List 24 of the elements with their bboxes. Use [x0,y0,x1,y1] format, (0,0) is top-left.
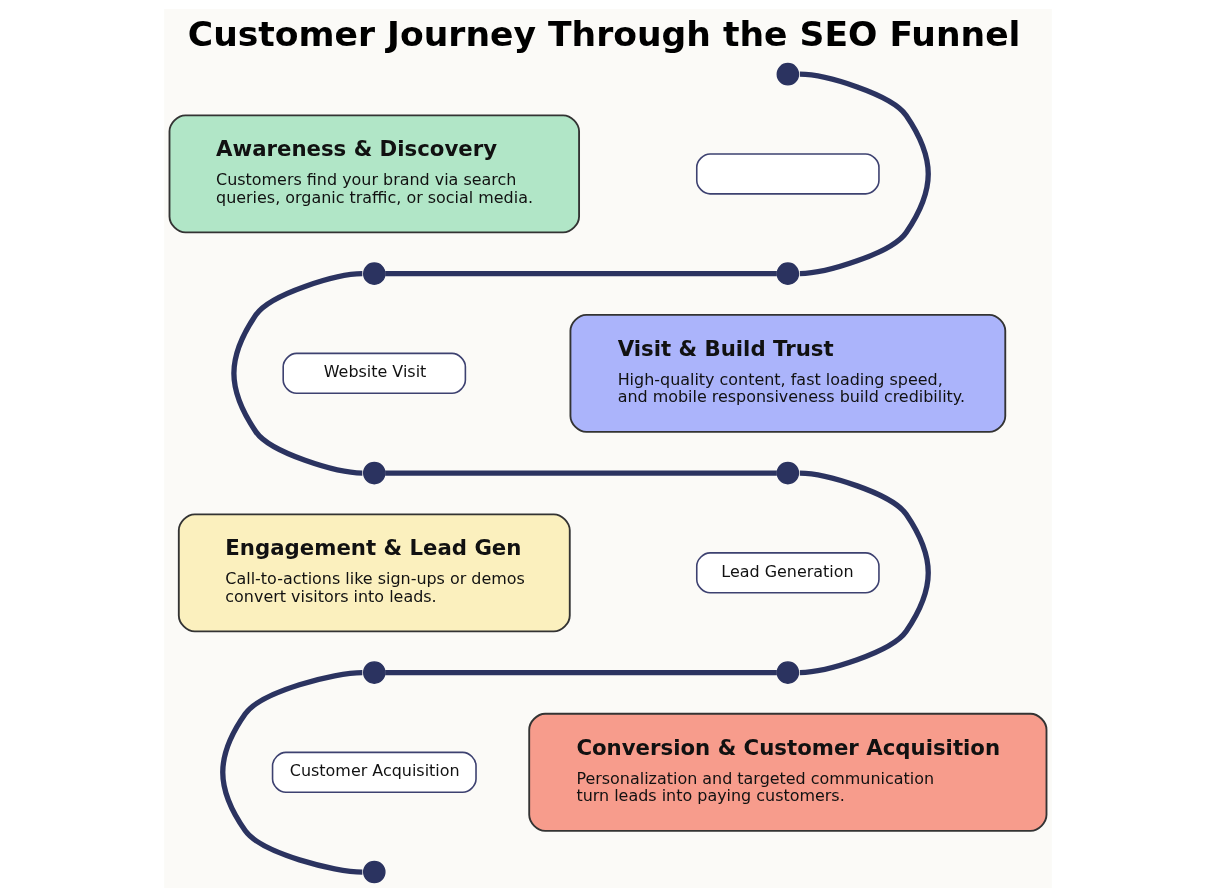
connector [385,669,777,675]
node-circle [776,461,800,484]
connector [220,669,363,875]
node-circle [363,660,386,684]
connector [799,469,931,675]
node-box: Conversion & Customer Acquisition Personalization and targeted communication turn leads into paying customers. [528,712,1048,832]
node-box: Website Visit [282,352,467,394]
connector [231,270,363,476]
node-box [695,152,880,195]
connector [799,71,931,276]
node-box: Customer Acquisition [271,751,477,793]
node-box: Lead Generation [695,551,880,594]
node-circle [363,261,386,285]
connector [385,270,777,276]
node-circle [776,261,800,285]
node-circle [776,660,800,684]
diagram-title: Customer Journey Through the SEO Funnel [187,13,1021,54]
node-box: Engagement & Lead Gen Call-to-actions like sign-ups or demos convert visitors into leads. [177,512,571,632]
connector [385,469,777,476]
node-circle [363,461,386,484]
node-circle [363,860,386,883]
node-box: Visit & Build Trust High-quality content, fast loading speed, and mobile responsiveness build credibility. [569,313,1007,433]
node-circle [776,62,800,85]
node-box: Awareness & Discovery Customers find your brand via search queries, organic traffic, or social media. [168,113,580,233]
